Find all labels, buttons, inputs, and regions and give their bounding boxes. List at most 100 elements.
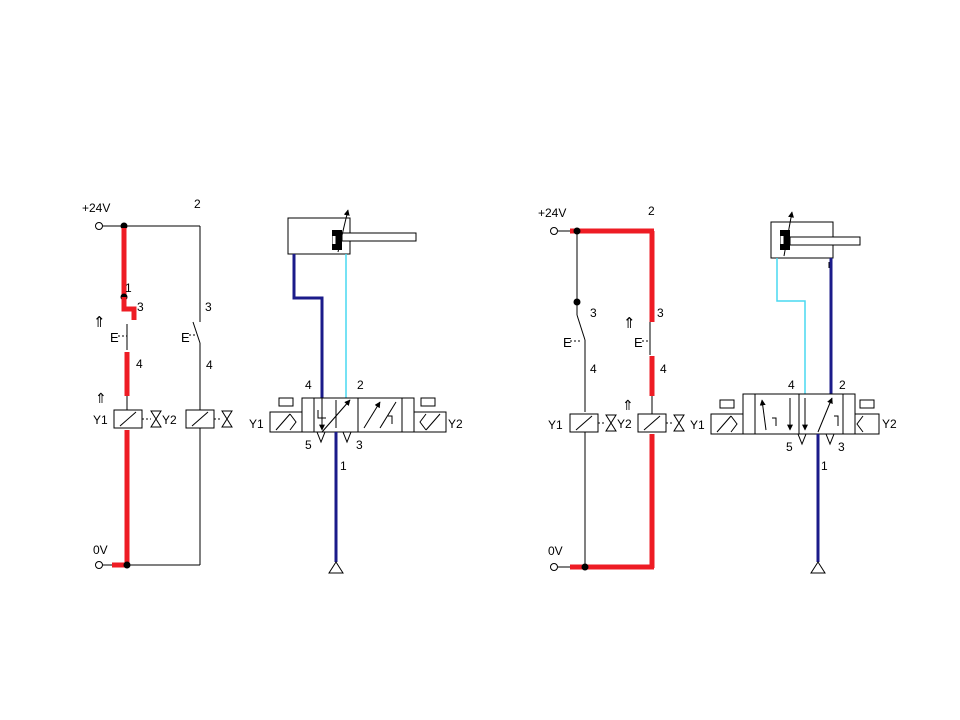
left-ground-terminal xyxy=(95,561,103,569)
left-supply-terminal xyxy=(95,222,103,230)
left-coil2-valve-icon xyxy=(221,410,233,428)
right-s1-right-label: 3 xyxy=(590,306,597,320)
left-sol-left-arrow xyxy=(289,413,297,431)
right-cylinder-adjust-arrow-icon xyxy=(783,211,794,257)
right-supply-terminal xyxy=(550,227,558,235)
right-supply-label: +24V xyxy=(538,206,566,220)
right-s2-actuator-icon: E xyxy=(634,335,643,350)
left-coil1-arrow-icon: ⇑ xyxy=(95,390,107,406)
left-sol-right-body xyxy=(413,411,447,433)
left-branch2-label: 2 xyxy=(194,197,201,211)
left-supply-label: +24V xyxy=(82,201,110,215)
right-sol-right-label: Y2 xyxy=(882,417,897,431)
right-s1-open-contact xyxy=(576,314,586,341)
left-coil1-label: Y1 xyxy=(93,413,108,427)
left-s1-push-arrow-icon: ⇑ xyxy=(93,314,106,331)
right-valve-active-square xyxy=(798,393,844,435)
left-ground-junction xyxy=(123,561,131,569)
left-port1-label: 1 xyxy=(340,459,347,473)
right-sol-left-body xyxy=(710,413,744,435)
right-branch2-label: 2 xyxy=(648,204,655,218)
right-valve-block-t xyxy=(834,415,839,426)
left-port2-label: 2 xyxy=(357,378,364,392)
right-sol-right-arrow xyxy=(856,415,864,433)
left-cylinder-adjust-arrow-icon xyxy=(337,209,350,253)
right-valve1-flow-arrow-a xyxy=(759,399,767,431)
right-sol-right-body xyxy=(854,413,880,435)
right-s2-push-arrow-icon: ⇑ xyxy=(623,315,636,332)
right-valve-first-square xyxy=(754,393,800,435)
left-line-port4 xyxy=(292,254,324,398)
right-pneumatic-circuit: 4 2 Y1 Y2 5 3 1 xyxy=(690,211,897,574)
right-ground-junction xyxy=(581,563,589,571)
right-port2-label: 2 xyxy=(839,378,846,392)
right-valve-right-cap xyxy=(842,393,856,435)
left-sol-left-body xyxy=(269,411,303,433)
right-coil1-slash xyxy=(575,415,593,431)
left-air-supply-icon xyxy=(328,561,344,574)
left-sol-right-slash xyxy=(425,413,441,431)
right-s1-actuator-icon: E xyxy=(563,335,572,350)
right-ground-label: 0V xyxy=(548,544,563,558)
right-port3-label: 3 xyxy=(838,440,845,454)
left-s1-actuator-icon: E xyxy=(110,330,119,345)
left-ground-label: 0V xyxy=(93,543,108,557)
left-s2-bottom-label: 4 xyxy=(206,358,213,372)
right-sol-left-slash xyxy=(716,415,732,433)
left-valve-left-cap xyxy=(301,397,315,433)
right-coil2-valve-icon xyxy=(673,414,685,432)
left-s1-closed-contact xyxy=(121,297,137,320)
right-s2-top-label: 3 xyxy=(657,306,664,320)
left-valve-right-cap xyxy=(401,397,415,433)
right-electrical-circuit: +24V 2 3 E 4 Y1 Y2 3 ⇑ E 4 ⇑ xyxy=(538,204,685,571)
right-exhaust3-icon xyxy=(825,433,835,446)
left-s2-open-contact xyxy=(192,321,201,344)
left-s1-top-label: 1 xyxy=(125,281,132,295)
right-exhaust5-icon xyxy=(797,433,807,446)
left-sol-right-arrow xyxy=(419,413,427,431)
right-s2-bottom-label: 4 xyxy=(660,362,667,376)
left-valve2-flow-line-b xyxy=(379,401,397,429)
left-cylinder-piston xyxy=(332,230,342,250)
right-port1-label: 1 xyxy=(821,459,828,473)
left-coil1-valve-icon xyxy=(150,410,162,428)
right-sol-right-manual xyxy=(859,399,875,409)
left-sol-right-label: Y2 xyxy=(448,417,463,431)
left-electrical-circuit: +24V 2 1 3 ⇑ E 4 ⇑ Y1 Y2 3 E 4 xyxy=(82,197,233,569)
right-air-supply-icon xyxy=(810,561,826,574)
left-sol-left-slash xyxy=(275,413,291,431)
left-coil1-slash xyxy=(119,411,137,427)
left-sol-right-manual xyxy=(420,397,436,407)
left-port4-label: 4 xyxy=(305,378,312,392)
left-top-junction xyxy=(120,222,128,230)
left-s1-right-label: 3 xyxy=(137,300,144,314)
right-cylinder-rod xyxy=(789,236,861,246)
left-port5-label: 5 xyxy=(305,438,312,452)
left-port3-label: 3 xyxy=(356,438,363,452)
left-exhaust5-icon xyxy=(316,431,326,444)
left-cylinder-rod xyxy=(341,232,417,242)
left-valve-block-t xyxy=(317,410,326,419)
left-valve2-block-t xyxy=(388,415,393,424)
right-port4-label: 4 xyxy=(788,378,795,392)
left-sol-left-manual xyxy=(278,397,294,407)
left-valve2-flow-arrow-a xyxy=(363,401,381,429)
left-pneumatic-circuit: 4 2 Y1 Y2 5 3 1 xyxy=(249,209,463,574)
right-port5-label: 5 xyxy=(786,440,793,454)
right-coil2-inline-label: Y2 xyxy=(617,417,632,431)
right-sol-left-label: Y1 xyxy=(690,418,705,432)
right-line-port4 xyxy=(776,258,806,394)
left-s2-actuator-icon: E xyxy=(181,330,190,345)
right-sol-left-arrow xyxy=(730,415,738,433)
left-s1-bottom-label: 4 xyxy=(136,357,143,371)
right-coil2-arrow-icon: ⇑ xyxy=(622,397,634,413)
left-coil2-slash xyxy=(191,411,209,427)
right-valve-left-cap xyxy=(742,393,756,435)
left-s2-top-label: 3 xyxy=(205,300,212,314)
right-ground-terminal xyxy=(550,563,558,571)
right-coil1-valve-icon xyxy=(605,414,617,432)
left-sol-left-label: Y1 xyxy=(249,417,264,431)
right-coil1-label: Y1 xyxy=(548,418,563,432)
left-coil2-inline-label: Y2 xyxy=(162,413,177,427)
